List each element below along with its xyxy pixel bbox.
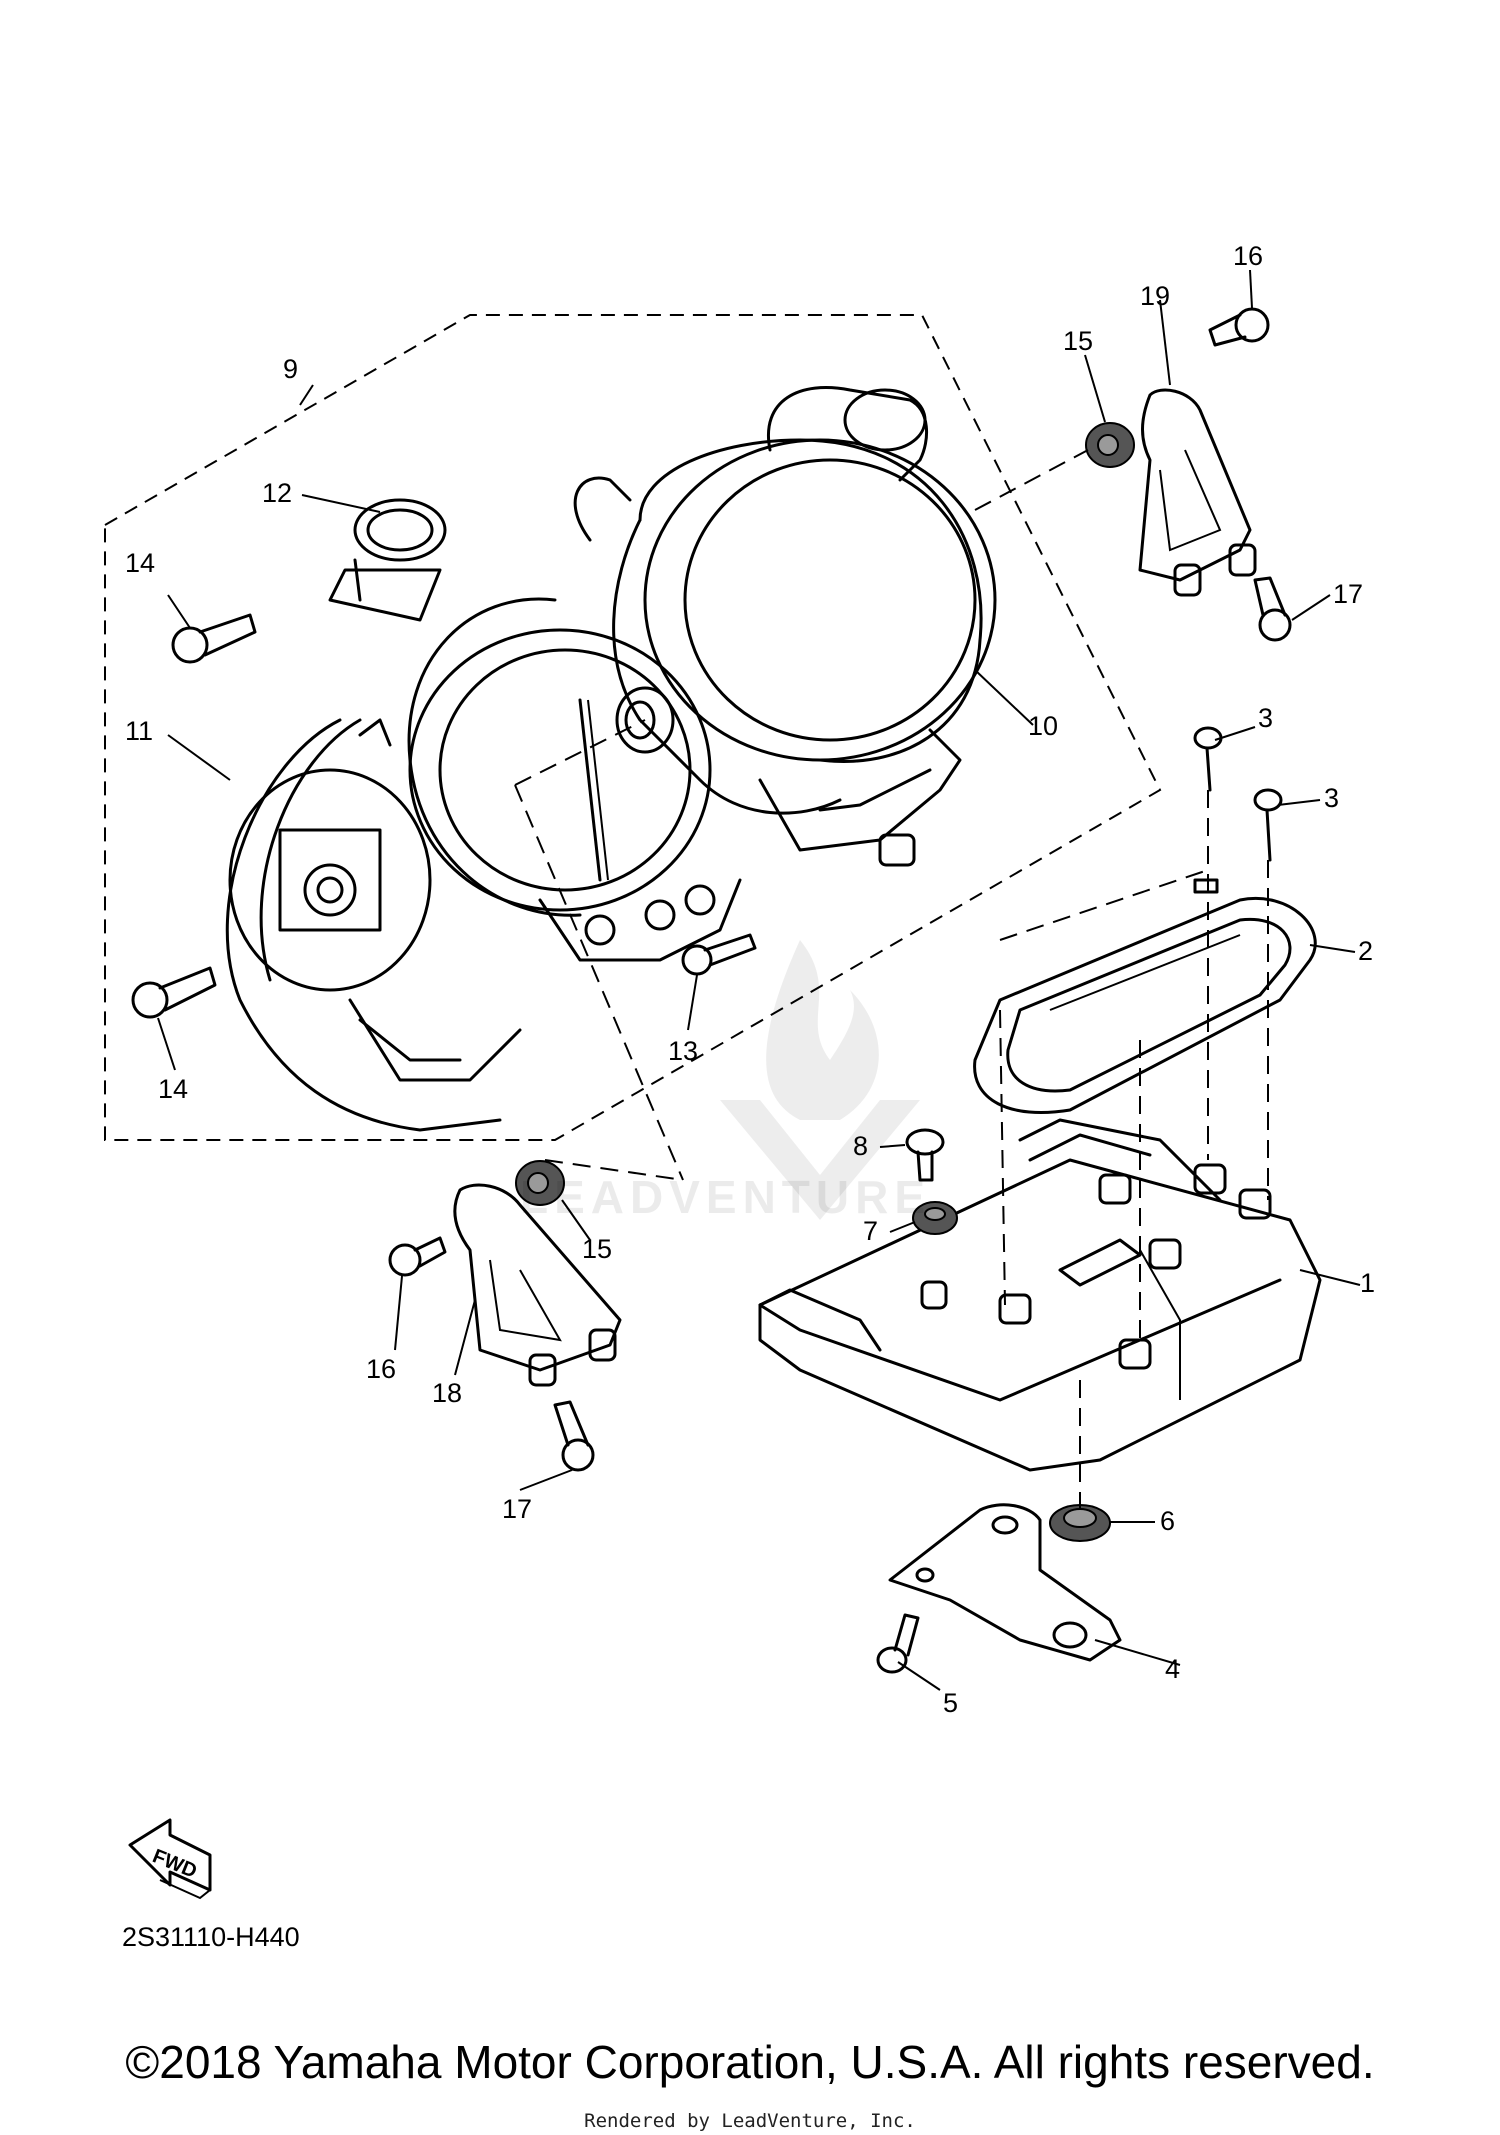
part-19-bracket (1138, 388, 1257, 597)
callout-11: 11 (125, 716, 153, 746)
part-1-base (758, 1118, 1322, 1472)
part-3-screw-left (1193, 726, 1223, 792)
callout-2: 2 (1358, 936, 1373, 966)
assembly-guides (514, 449, 1269, 1510)
drawing-code: 2S31110-H440 (122, 1922, 300, 1952)
part-18-bracket (453, 1183, 622, 1387)
callout-3a: 3 (1258, 703, 1273, 733)
part-16-bolt-upper (1208, 307, 1270, 347)
callout-labels: 1 2 3 3 4 5 6 7 8 9 10 11 12 13 14 14 15… (125, 241, 1375, 1718)
assembly-boundary (104, 314, 1162, 1141)
copyright-notice: ©2018 Yamaha Motor Corporation, U.S.A. A… (125, 2036, 1375, 2088)
part-9-meter-assembly (407, 476, 742, 962)
leadventure-watermark-icon (720, 940, 920, 1220)
part-17-bolt-lower (553, 1400, 595, 1472)
part-16-bolt-lower (388, 1236, 447, 1277)
callout-5: 5 (943, 1688, 958, 1718)
part-14-screw-lower (131, 966, 217, 1019)
callout-14a: 14 (125, 548, 155, 578)
part-7-grommet (912, 1201, 958, 1235)
callout-18: 18 (432, 1378, 462, 1408)
part-13-screw (681, 933, 757, 976)
part-17-bolt-upper (1253, 576, 1292, 642)
callout-14b: 14 (158, 1074, 188, 1104)
part-7-collar (920, 1280, 948, 1310)
callout-15a: 15 (1063, 326, 1093, 356)
callout-17a: 17 (1333, 579, 1363, 609)
callout-16b: 16 (366, 1354, 396, 1384)
part-8-bolt (905, 1128, 945, 1182)
fwd-label: FWD (149, 1845, 199, 1882)
callout-3b: 3 (1324, 783, 1339, 813)
part-4-stay (888, 1503, 1122, 1662)
callout-6: 6 (1160, 1506, 1175, 1536)
callout-12: 12 (262, 478, 292, 508)
part-12-meter-cover (328, 498, 447, 622)
callout-9: 9 (283, 354, 298, 384)
callout-17b: 17 (502, 1494, 532, 1524)
callout-1: 1 (1360, 1268, 1375, 1298)
callout-19: 19 (1140, 281, 1170, 311)
render-credit: Rendered by LeadVenture, Inc. (584, 2110, 916, 2132)
callout-10: 10 (1028, 711, 1058, 741)
part-15-damper-lower (515, 1160, 565, 1206)
callout-7: 7 (863, 1216, 878, 1246)
part-11-meter-housing (225, 718, 522, 1132)
part-10-meter-case (612, 386, 997, 867)
callout-4: 4 (1165, 1654, 1180, 1684)
part-15-damper-upper (1085, 422, 1135, 468)
callout-8: 8 (853, 1131, 868, 1161)
callout-16a: 16 (1233, 241, 1263, 271)
part-6-grommet (1049, 1504, 1111, 1542)
watermark-text: LEADVENTURE (520, 1171, 932, 1223)
leader-lines (157, 269, 1361, 1691)
part-3-screw-right (1253, 788, 1283, 862)
fwd-arrow-icon: FWD (128, 1818, 212, 1900)
callout-13: 13 (668, 1036, 698, 1066)
part-5-bolt (876, 1613, 920, 1674)
callout-15b: 15 (582, 1234, 612, 1264)
